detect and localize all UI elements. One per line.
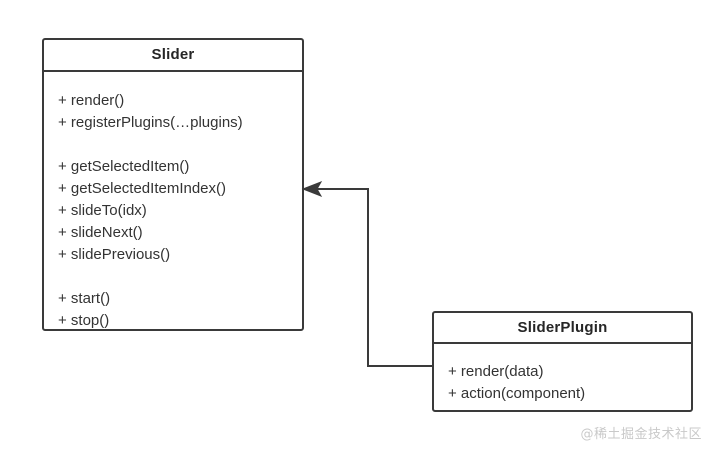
uml-class-sliderplugin[interactable]: SliderPlugin + render(data) + action(com… bbox=[432, 311, 693, 412]
relationship-line-plugin-to-slider[interactable] bbox=[317, 188, 432, 367]
uml-member: + render() bbox=[58, 92, 125, 109]
uml-member: + stop() bbox=[58, 312, 110, 329]
uml-members-slider: + render() + registerPlugins(…plugins) +… bbox=[44, 72, 302, 332]
uml-member: + registerPlugins(…plugins) bbox=[58, 114, 243, 131]
uml-member: + getSelectedItem() bbox=[58, 158, 190, 175]
uml-member: + slidePrevious() bbox=[58, 246, 171, 263]
uml-member: + render(data) bbox=[448, 363, 544, 380]
relationship-arrowhead-icon bbox=[301, 181, 323, 197]
uml-member: + action(component) bbox=[448, 385, 586, 402]
uml-member: + start() bbox=[58, 290, 111, 307]
uml-members-sliderplugin: + render(data) + action(component) bbox=[434, 344, 691, 405]
uml-class-name-sliderplugin: SliderPlugin bbox=[434, 313, 691, 344]
uml-class-slider[interactable]: Slider + render() + registerPlugins(…plu… bbox=[42, 38, 304, 331]
uml-member: + getSelectedItemIndex() bbox=[58, 180, 227, 197]
uml-member: + slideNext() bbox=[58, 224, 143, 241]
watermark-text: @稀土掘金技术社区 bbox=[580, 427, 702, 442]
uml-member: + slideTo(idx) bbox=[58, 202, 147, 219]
uml-class-name-slider: Slider bbox=[44, 40, 302, 72]
